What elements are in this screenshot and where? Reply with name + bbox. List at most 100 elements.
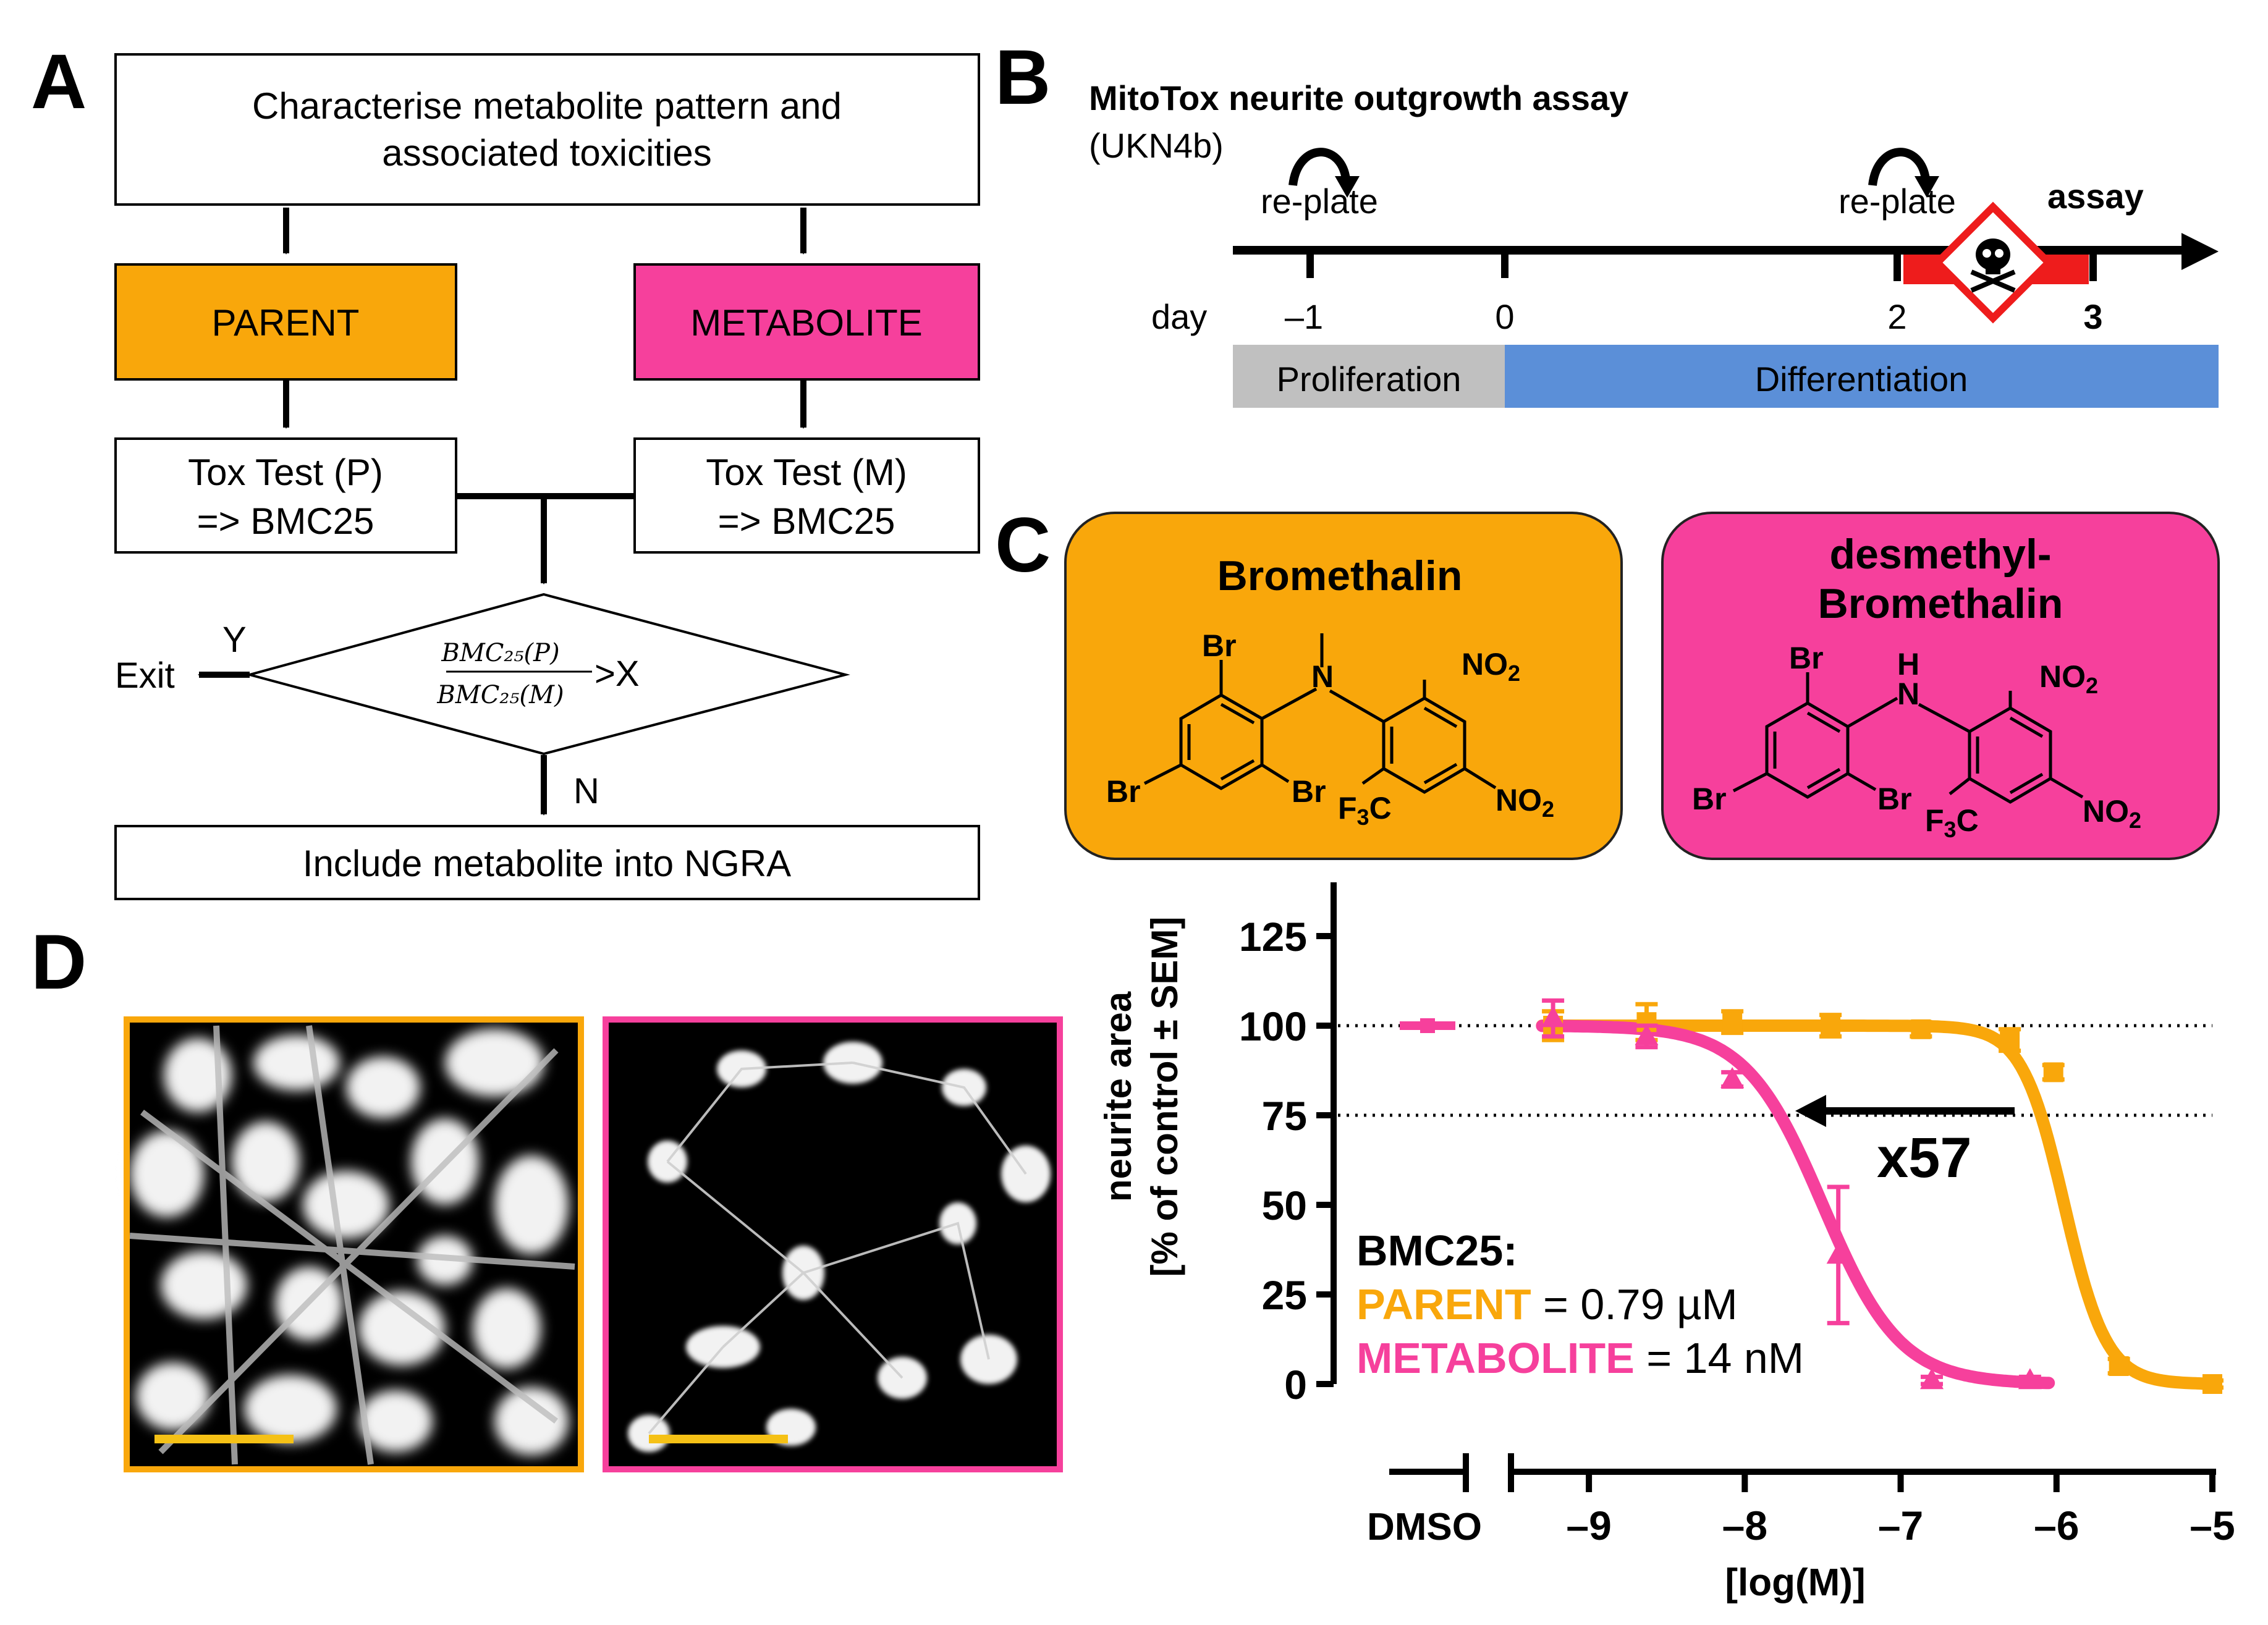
data-point xyxy=(2202,1374,2222,1394)
atom-no2-bottom-sub: 2 xyxy=(1542,796,1554,822)
flow-no-label: N xyxy=(573,771,599,811)
panel-label-b: B xyxy=(995,35,1051,120)
data-point xyxy=(1911,1019,1931,1039)
x-tick-label: –8 xyxy=(1722,1503,1767,1548)
day-tick-0: 0 xyxy=(1495,297,1514,336)
flow-metabolite-label: METABOLITE xyxy=(690,302,923,344)
flow-parent-box xyxy=(114,263,457,381)
atom-f3c-sub: 3 xyxy=(1357,804,1369,830)
chart-points xyxy=(1400,998,2224,1394)
svg-text:NO2: NO2 xyxy=(2083,794,2141,833)
flow-parent-label: PARENT xyxy=(212,302,360,344)
atom-no2-top: NO xyxy=(1462,647,1508,682)
bmc-metabolite-value: = 14 nM xyxy=(1635,1334,1804,1382)
y-tick-label: 50 xyxy=(1262,1183,1307,1228)
day-label: day xyxy=(1151,297,1207,336)
data-point xyxy=(1826,1243,1850,1264)
bmc-metabolite-label: METABOLITE xyxy=(1356,1334,1635,1382)
data-point xyxy=(2109,1356,2129,1376)
data-point xyxy=(1722,1012,1743,1032)
x-axis-label: [log(M)] xyxy=(1725,1561,1865,1604)
day-tick-3: 3 xyxy=(2083,297,2102,336)
panel-label-a: A xyxy=(31,39,87,125)
flow-top-line2: associated toxicities xyxy=(382,132,712,174)
data-point xyxy=(1541,1006,1565,1028)
svg-text:NO2: NO2 xyxy=(1462,647,1520,686)
flowchart xyxy=(114,53,980,900)
x-ref-dmso-label: DMSO xyxy=(1367,1506,1482,1548)
structure-parent: Bromethalin Br N Br Br NO2 F3C xyxy=(1064,512,1623,860)
bmc-parent-label: PARENT xyxy=(1356,1280,1531,1328)
x-tick-label: –5 xyxy=(2190,1503,2235,1548)
y-axis-label-1: neurite area xyxy=(1098,991,1139,1202)
svg-text:PARENT = 0.79 µM: PARENT = 0.79 µM xyxy=(1356,1280,1738,1328)
m-atom-f3c: F xyxy=(1925,803,1944,838)
atom-br-right: Br xyxy=(1292,774,1326,809)
bmc-parent-value: = 0.79 µM xyxy=(1531,1280,1738,1328)
differentiation-label: Differentiation xyxy=(1755,360,1968,399)
svg-text:NO2: NO2 xyxy=(2039,659,2098,698)
atom-br-top: Br xyxy=(1202,628,1237,663)
ratio-comparator: >X xyxy=(595,654,640,694)
flow-tox-m-box xyxy=(633,437,980,554)
metabolite-compound-name-2: Bromethalin xyxy=(1818,580,2063,627)
micrograph-metabolite xyxy=(603,1016,1063,1472)
flow-metabolite-box xyxy=(633,263,980,381)
y-tick-label: 100 xyxy=(1239,1003,1307,1049)
m-atom-br-top: Br xyxy=(1789,641,1824,675)
atom-f3c-c: C xyxy=(1369,791,1392,825)
svg-text:F3C: F3C xyxy=(1925,803,1979,842)
m-atom-no2-top: NO xyxy=(2039,659,2086,694)
fold-annotation: x57 xyxy=(1877,1126,1972,1189)
svg-text:METABOLITE = 14 nM: METABOLITE = 14 nM xyxy=(1356,1334,1804,1382)
x-tick-label: –6 xyxy=(2034,1503,2079,1548)
replate-arrow-icon xyxy=(1288,148,1350,187)
proliferation-bar xyxy=(1233,345,1505,408)
flow-ratio: BMC₂₅(P) BMC₂₅(M) >X Y N Exit xyxy=(115,620,640,811)
bmc-title: BMC25: xyxy=(1356,1226,1518,1275)
chart-reference-lines xyxy=(1338,1024,2212,1117)
micrograph-parent xyxy=(124,1016,584,1472)
flow-bottom-box xyxy=(114,825,980,900)
data-point xyxy=(2000,1030,2020,1050)
ratio-numerator: BMC₂₅(P) xyxy=(441,639,559,667)
day-tick-m1: –1 xyxy=(1285,297,1323,336)
flow-tox-p-line1: Tox Test (P) xyxy=(188,452,383,493)
atom-br-left: Br xyxy=(1106,774,1141,809)
chart-curves xyxy=(1536,1019,2219,1390)
atom-no2-top-sub: 2 xyxy=(1508,661,1520,686)
scale-bar-parent xyxy=(154,1435,294,1443)
flow-tox-m-line1: Tox Test (M) xyxy=(706,452,907,493)
series-curve xyxy=(1536,1019,2055,1390)
chart-x-axis: –9 –8 –7 –6 –5 xyxy=(1389,1453,2235,1548)
m-atom-h: H xyxy=(1897,647,1919,682)
timeline-title: MitoTox neurite outgrowth assay xyxy=(1089,78,1628,117)
flow-tox-p-box xyxy=(114,437,457,554)
data-point xyxy=(1920,1368,1944,1390)
flow-decision-diamond xyxy=(245,593,850,756)
m-atom-br-right: Br xyxy=(1877,782,1912,816)
ratio-denominator: BMC₂₅(M) xyxy=(436,681,564,709)
panel-label-d: D xyxy=(31,919,87,1005)
flow-top-line1: Characterise metabolite pattern and xyxy=(252,85,842,127)
flow-yes-label: Y xyxy=(222,620,247,660)
m-atom-no2-bottom: NO xyxy=(2083,794,2129,829)
flowchart-text: Characterise metabolite pattern and asso… xyxy=(188,85,923,884)
x-tick-label: –7 xyxy=(1878,1503,1923,1548)
data-point xyxy=(1720,1067,1745,1088)
flow-tox-p-line2: => BMC25 xyxy=(197,500,374,542)
m-atom-no2-bottom-sub: 2 xyxy=(2129,808,2141,833)
replate-label-2: re-plate xyxy=(1839,182,1956,221)
atom-n: N xyxy=(1311,659,1334,694)
differentiation-bar xyxy=(1505,345,2219,408)
x-tick-label: –9 xyxy=(1566,1503,1611,1548)
atom-f3c: F xyxy=(1338,791,1357,825)
replate-label-1: re-plate xyxy=(1261,182,1378,221)
hazard-skull-icon xyxy=(1932,201,2054,324)
timeline-subtitle: (UKN4b) xyxy=(1089,126,1224,165)
flow-top-box xyxy=(114,53,980,206)
y-tick-label: 25 xyxy=(1262,1272,1307,1318)
data-point xyxy=(2043,1062,2063,1083)
